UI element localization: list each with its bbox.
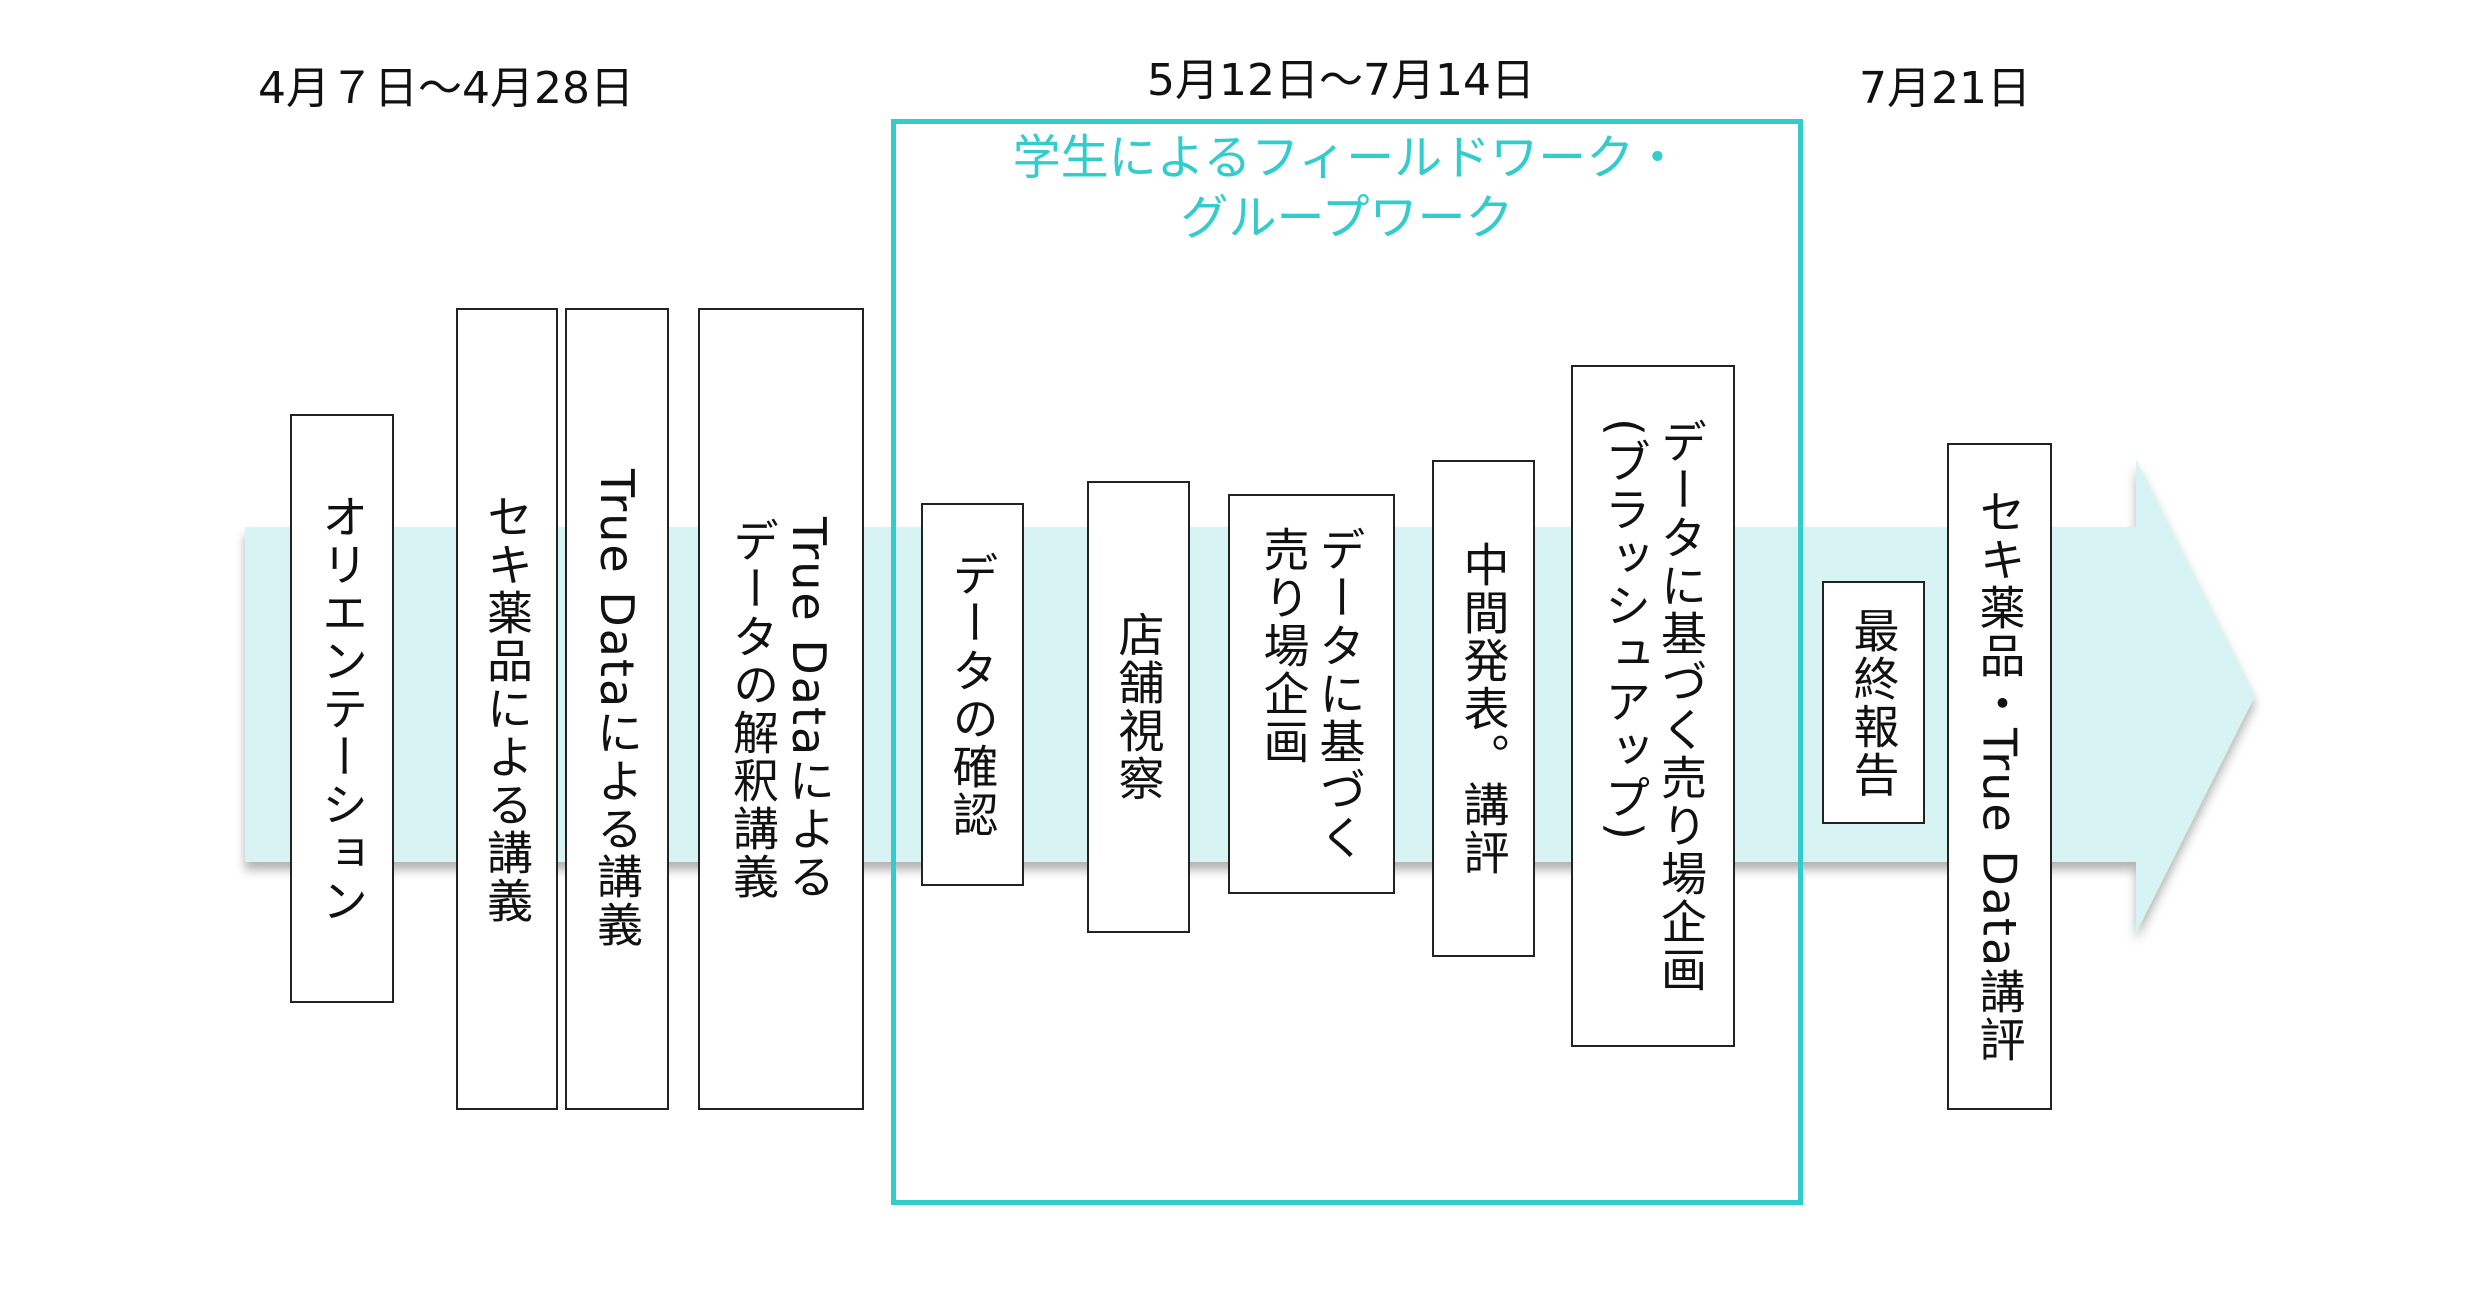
step-label: データに基づく売り場企画(ブラッシュアップ) — [1597, 418, 1709, 994]
step-orientation: オリエンテーション — [290, 414, 394, 1003]
step-label: データに基づく売り場企画 — [1256, 526, 1368, 862]
date-phase2: 5月12日〜7月14日 — [1147, 55, 1535, 106]
step-store-visit: 店舗視察 — [1087, 481, 1190, 933]
date-phase1: 4月７日〜4月28日 — [258, 63, 634, 114]
date-phase3: 7月21日 — [1859, 63, 2031, 114]
step-label: 中間発表。講評 — [1456, 540, 1511, 877]
step-label: True Dataによる講義 — [590, 468, 644, 950]
step-label: オリエンテーション — [315, 492, 369, 925]
step-label: 店舗視察 — [1111, 611, 1166, 803]
step-plan-brushup: データに基づく売り場企画(ブラッシュアップ) — [1571, 365, 1735, 1047]
fieldwork-title-line2: グループワーク — [1180, 190, 1514, 246]
step-label: セキ薬品・True Data講評 — [1972, 488, 2027, 1065]
line2: 売り場企画 — [1256, 526, 1311, 766]
step-label: True Dataによるデータの解釈講義 — [725, 517, 837, 901]
line2: (ブラッシュアップ) — [1598, 418, 1652, 842]
step-data-interpretation-lecture: True Dataによるデータの解釈講義 — [698, 308, 864, 1110]
step-truedata-lecture: True Dataによる講義 — [565, 308, 669, 1110]
line1: データに基づく売り場企画 — [1654, 418, 1708, 994]
step-data-check: データの確認 — [921, 503, 1024, 886]
step-final-report: 最終報告 — [1822, 581, 1925, 824]
step-label: セキ薬品による講義 — [480, 493, 534, 925]
line1: True Dataによる — [782, 516, 836, 902]
fieldwork-frame — [891, 119, 1803, 1205]
step-midterm-review: 中間発表。講評 — [1432, 460, 1535, 957]
fieldwork-title: 学生によるフィールドワーク・ グループワーク — [891, 128, 1803, 248]
line1: データに基づく — [1312, 526, 1367, 862]
step-label: 最終報告 — [1846, 606, 1901, 799]
line2: データの解釈講義 — [726, 516, 780, 901]
step-final-review: セキ薬品・True Data講評 — [1947, 443, 2052, 1110]
step-seki-lecture: セキ薬品による講義 — [456, 308, 558, 1110]
step-label: データの確認 — [945, 550, 1000, 839]
step-sales-floor-plan: データに基づく売り場企画 — [1228, 494, 1395, 894]
fieldwork-title-line1: 学生によるフィールドワーク・ — [1012, 130, 1682, 186]
